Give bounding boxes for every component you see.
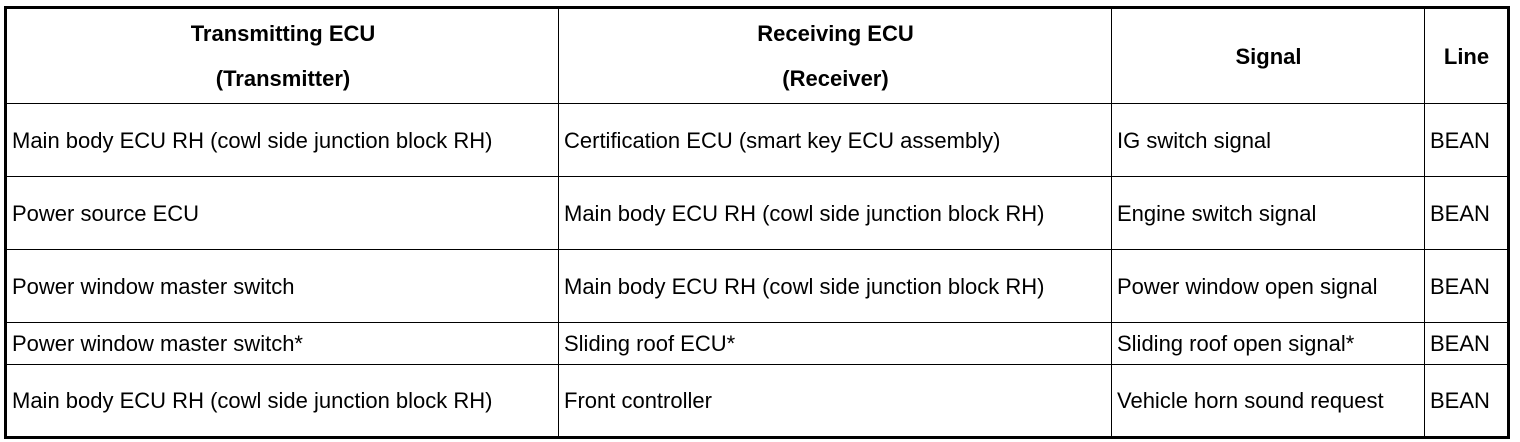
cell-transmitter: Main body ECU RH (cowl side junction blo…: [5, 103, 559, 177]
table-header-row: Transmitting ECU (Transmitter) Receiving…: [5, 7, 1509, 104]
cell-receiver: Certification ECU (smart key ECU assembl…: [558, 103, 1112, 177]
cell-transmitter: Power window master switch: [5, 249, 559, 323]
table-row: Main body ECU RH (cowl side junction blo…: [5, 364, 1509, 438]
cell-signal: Power window open signal: [1111, 249, 1425, 323]
header-transmitting-ecu: Transmitting ECU (Transmitter): [5, 7, 559, 104]
header-receiving-ecu-subtitle: (Receiver): [782, 66, 889, 91]
cell-line: BEAN: [1424, 364, 1509, 438]
cell-transmitter: Main body ECU RH (cowl side junction blo…: [5, 364, 559, 438]
cell-line: BEAN: [1424, 176, 1509, 250]
cell-line: BEAN: [1424, 249, 1509, 323]
header-transmitting-ecu-title: Transmitting ECU: [190, 21, 376, 46]
cell-receiver: Sliding roof ECU*: [558, 322, 1112, 365]
cell-transmitter: Power window master switch*: [5, 322, 559, 365]
header-receiving-ecu-title: Receiving ECU: [757, 21, 914, 46]
header-transmitting-ecu-subtitle: (Transmitter): [215, 66, 351, 91]
cell-receiver: Main body ECU RH (cowl side junction blo…: [558, 176, 1112, 250]
cell-line: BEAN: [1424, 322, 1509, 365]
table-row: Main body ECU RH (cowl side junction blo…: [5, 103, 1509, 177]
table-row: Power window master switch* Sliding roof…: [5, 322, 1509, 365]
header-signal: Signal: [1111, 7, 1425, 104]
header-line: Line: [1424, 7, 1509, 104]
cell-signal: Engine switch signal: [1111, 176, 1425, 250]
communication-table: Transmitting ECU (Transmitter) Receiving…: [4, 6, 1510, 439]
cell-signal: Vehicle horn sound request: [1111, 364, 1425, 438]
header-line-title: Line: [1443, 43, 1490, 69]
header-receiving-ecu: Receiving ECU (Receiver): [558, 7, 1112, 104]
cell-signal: IG switch signal: [1111, 103, 1425, 177]
cell-receiver: Main body ECU RH (cowl side junction blo…: [558, 249, 1112, 323]
cell-signal: Sliding roof open signal*: [1111, 322, 1425, 365]
table-row: Power source ECU Main body ECU RH (cowl …: [5, 176, 1509, 250]
table-row: Power window master switch Main body ECU…: [5, 249, 1509, 323]
cell-line: BEAN: [1424, 103, 1509, 177]
cell-receiver: Front controller: [558, 364, 1112, 438]
cell-transmitter: Power source ECU: [5, 176, 559, 250]
header-signal-title: Signal: [1235, 43, 1302, 69]
